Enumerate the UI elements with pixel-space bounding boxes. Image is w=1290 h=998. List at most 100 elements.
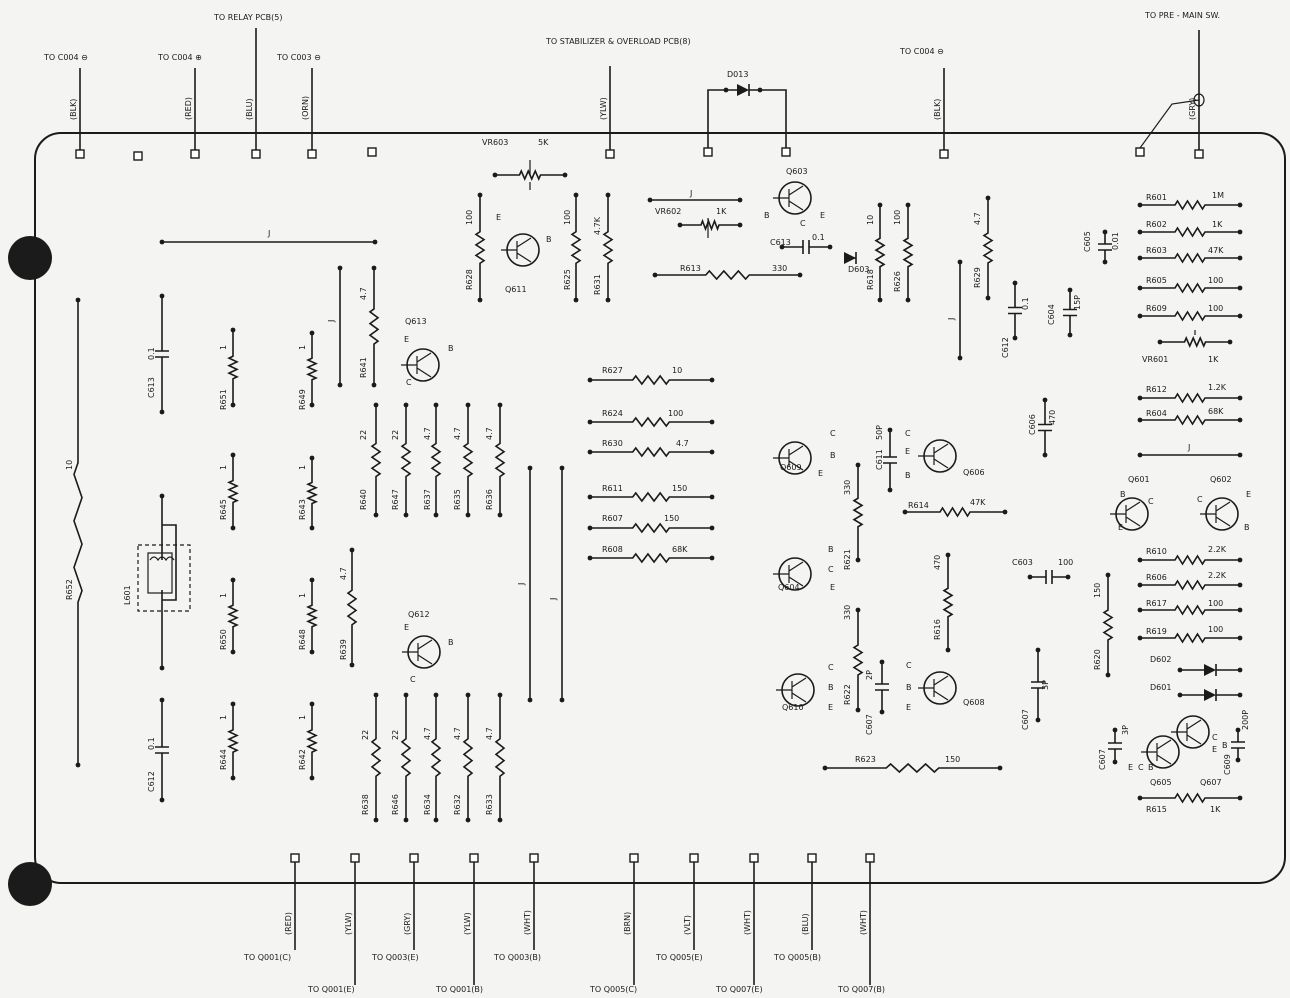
wire-destination: TO Q005(C): [589, 985, 637, 994]
wire-destination: TO Q007(E): [715, 985, 763, 994]
top-wire-2: TO RELAY PCB(5)(BLU): [213, 13, 283, 152]
resistor-r627: R627 10: [587, 366, 715, 386]
resistor-ref: R634: [423, 794, 432, 815]
resistor-ref: R609: [1146, 304, 1167, 313]
top-wire-0: TO C004 ⊖(BLK): [43, 53, 88, 152]
resistor-ref: R648: [298, 629, 307, 650]
resistor-ref: R610: [1146, 547, 1167, 556]
wire-color-label: (GRY): [1188, 98, 1197, 120]
bottom-wire-8: (BLU)TO Q005(B): [773, 862, 821, 962]
resistor-value: 2.2K: [1208, 545, 1227, 554]
resistor-ref: R642: [298, 749, 307, 770]
pin-label: C: [905, 429, 911, 438]
resistor-ref: R641: [359, 357, 368, 378]
capacitor-value: 50P: [875, 425, 884, 440]
top-wire-5: TO C004 ⊖(BLK): [899, 47, 945, 152]
resistor-value: 100: [893, 210, 902, 225]
resistor-value: 4.7: [485, 727, 494, 740]
diode-ref: D603: [848, 265, 869, 274]
wire-destination: TO C004 ⊖: [899, 47, 944, 56]
transistor-ref: Q612: [408, 610, 430, 619]
diode-ref: D601: [1150, 683, 1171, 692]
wire-destination: TO Q003(B): [493, 953, 541, 962]
wire-destination: TO C003 ⊖: [276, 53, 321, 62]
resistor-ref: R615: [1146, 805, 1167, 814]
mounting-hole: [8, 236, 52, 280]
resistor-value: 1: [219, 465, 228, 470]
capacitor-value: 0.1: [147, 737, 156, 750]
bottom-pad: [469, 853, 479, 863]
capacitor-ref: C607: [865, 714, 874, 735]
top-wire-1: TO C004 ⊕(RED): [157, 53, 202, 152]
wire-color-label: (YLW): [344, 912, 353, 935]
resistor-value: 4.7: [339, 567, 348, 580]
resistor-ref: R607: [602, 514, 623, 523]
resistor-ref: R639: [339, 639, 348, 660]
bottom-wire-2: (GRY)TO Q003(E): [371, 862, 419, 962]
resistor-value: 4.7: [453, 727, 462, 740]
vr-ref: VR601: [1142, 355, 1168, 364]
capacitor-ref: C604: [1047, 304, 1056, 325]
pin-label: E: [1118, 523, 1123, 532]
resistor-value: 100: [1208, 304, 1223, 313]
resistor-ref: R627: [602, 366, 623, 375]
resistor-ref: R637: [423, 489, 432, 510]
pin-label: E: [828, 703, 833, 712]
capacitor-ref: C613: [770, 238, 791, 247]
top-pad: [1135, 147, 1145, 157]
bottom-wire-0: (RED)TO Q001(C): [243, 862, 296, 962]
gry-wire-branch: [1139, 99, 1200, 149]
capacitor-ref: C607: [1021, 709, 1030, 730]
resistor-ref: R617: [1146, 599, 1167, 608]
resistor-value: 47K: [970, 498, 986, 507]
bottom-pad: [290, 853, 300, 863]
capacitor-value: 0.01: [1111, 232, 1120, 250]
resistor-ref: R628: [465, 269, 474, 290]
resistor-value: 68K: [1208, 407, 1224, 416]
top-wire-4: TO STABILIZER & OVERLOAD PCB(8)(YLW): [545, 37, 691, 152]
wire-destination: TO Q001(E): [307, 985, 355, 994]
top-pad: [190, 149, 200, 159]
pin-label: E: [404, 335, 409, 344]
resistor-value: 4.7: [359, 287, 368, 300]
resistor-value: 100: [563, 210, 572, 225]
coil-ref: L601: [123, 585, 132, 605]
wire-color-label: (WHT): [743, 910, 752, 935]
capacitor-ref: C605: [1083, 231, 1092, 252]
resistor-r641: R641 4.7: [359, 265, 380, 388]
wire-destination: TO Q005(E): [655, 953, 703, 962]
bottom-pad: [529, 853, 539, 863]
bottom-pad: [865, 853, 875, 863]
pin-label: B: [764, 211, 770, 220]
resistor-ref: R621: [843, 549, 852, 570]
pin-label: E: [1212, 745, 1217, 754]
resistor-value: 10: [672, 366, 682, 375]
pin-label: B: [448, 638, 454, 647]
resistor-ref: R614: [908, 501, 929, 510]
resistor-ref: R629: [973, 267, 982, 288]
transistor-ref: Q608: [963, 698, 985, 707]
resistor-ref: R611: [602, 484, 623, 493]
transistor-ref: Q611: [505, 285, 527, 294]
